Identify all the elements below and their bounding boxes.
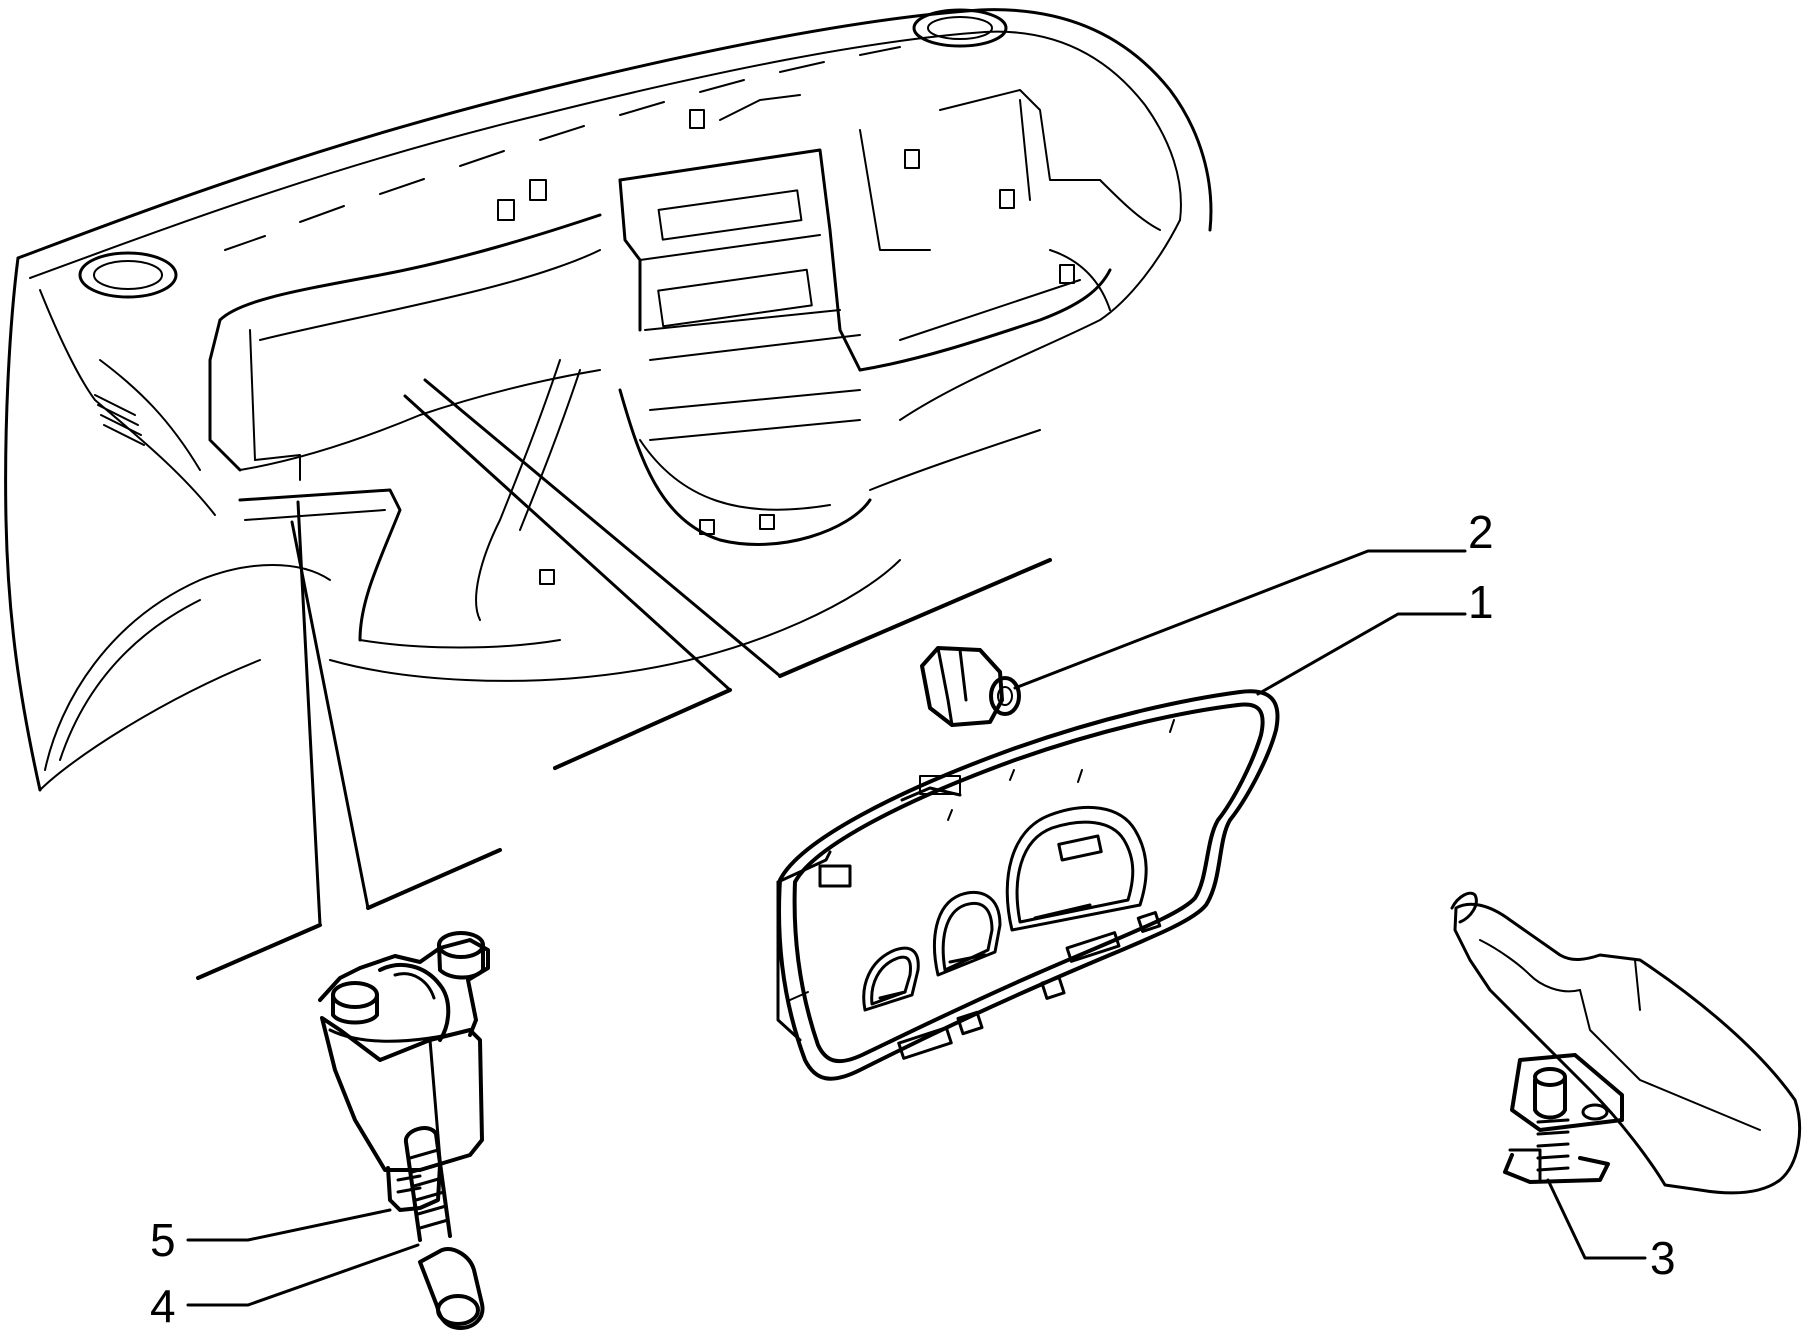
callout-labels: 2 1 3 5 4 — [150, 506, 1676, 1332]
bolt-part — [404, 1126, 485, 1330]
callout-label-4: 4 — [150, 1280, 176, 1332]
callout-label-5: 5 — [150, 1214, 176, 1266]
dashboard-drawing — [4, 8, 1213, 792]
ignition-lock-part — [318, 931, 490, 1212]
callout-label-1: 1 — [1468, 576, 1494, 628]
callout-leaders — [186, 549, 1647, 1307]
leader-lines — [196, 378, 1052, 980]
callout-label-2: 2 — [1468, 506, 1494, 558]
handbrake-lever-drawing — [1450, 891, 1802, 1195]
callout-label-3: 3 — [1650, 1232, 1676, 1284]
bulb-part — [920, 646, 1021, 727]
handbrake-switch-part — [1503, 1053, 1624, 1184]
instrument-cluster-part — [776, 689, 1280, 1081]
